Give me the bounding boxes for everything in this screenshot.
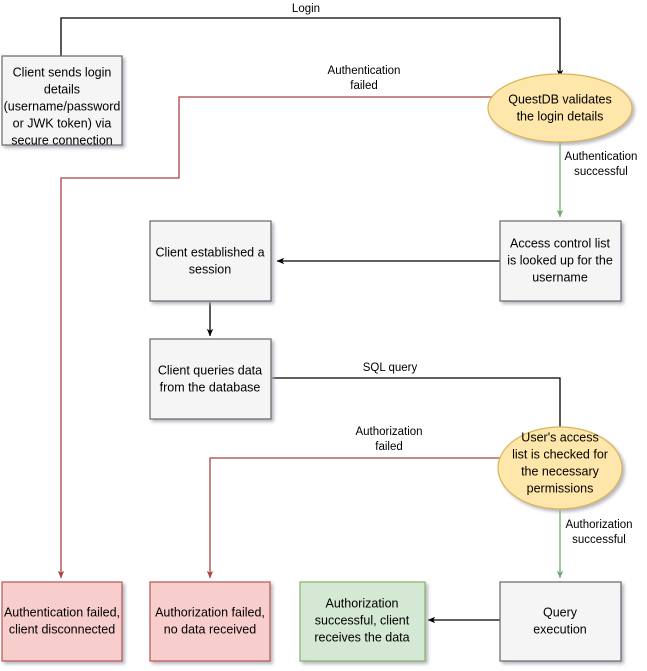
client-sends-login-line-0: Client sends login [13, 65, 112, 79]
authorization-successful-label-line-1: successful [572, 534, 626, 546]
authentication-failed-line-0: Authentication failed, [4, 605, 120, 619]
node-client-sends-login[interactable]: Client sends login details (username/pas… [1, 55, 123, 147]
access-control-list-line-2: username [532, 270, 588, 284]
node-client-queries-data[interactable]: Client queries data from the database [149, 338, 272, 420]
client-sends-login-line-3: or JWK token) via [13, 116, 112, 130]
access-control-list-line-0: Access control list [510, 236, 611, 250]
node-authorization-failed[interactable]: Authorization failed, no data received [149, 581, 271, 662]
node-authentication-failed[interactable]: Authentication failed, client disconnect… [1, 581, 123, 662]
query-execution-line-1: execution [533, 622, 587, 636]
client-sends-login-line-1: details [44, 82, 80, 96]
user-access-list-checked-line-3: permissions [527, 481, 594, 495]
login-label-bg [287, 1, 325, 16]
client-established-session-line-0: Client established a [155, 245, 264, 259]
edge-label-authorization-successful: Authorization successful [562, 514, 638, 546]
authentication-failed-box[interactable] [1, 581, 123, 662]
authentication-successful-label-line-1: successful [574, 166, 628, 178]
authorization-failed-label-bg [352, 421, 426, 452]
query-execution-box[interactable] [499, 581, 622, 662]
authorization-failed-label-line-0: Authorization [355, 426, 422, 438]
node-questdb-validates[interactable]: QuestDB validates the login details [487, 73, 633, 143]
authorization-failed-box[interactable] [149, 581, 271, 662]
questdb-validates-ellipse[interactable] [487, 73, 633, 143]
edge-label-authentication-successful: Authentication successful [562, 146, 641, 178]
access-control-list-line-1: is looked up for the [507, 253, 613, 267]
authentication-successful-label-line-0: Authentication [565, 151, 638, 163]
edge-authentication-failed [57, 96, 500, 579]
sql-query-label-bg [358, 360, 422, 375]
client-queries-data-line-1: from the database [160, 380, 261, 394]
authorization-successful-line-1: successful, client [315, 613, 410, 627]
user-access-list-checked-line-0: User's access [521, 430, 598, 444]
node-client-established-session[interactable]: Client established a session [149, 220, 272, 302]
edge-authorization-failed [206, 457, 500, 579]
edge-label-login: Login [287, 1, 325, 16]
node-query-execution[interactable]: Query execution [499, 581, 622, 662]
edge-label-sql-query: SQL query [358, 360, 422, 375]
client-queries-data-line-0: Client queries data [158, 363, 262, 377]
login-label: Login [292, 3, 320, 15]
edge-login [60, 17, 564, 78]
user-access-list-checked-ellipse[interactable] [497, 426, 623, 510]
authorization-successful-label-line-0: Authorization [565, 519, 632, 531]
authorization-successful-label-bg [562, 514, 638, 545]
client-queries-data-box[interactable] [149, 338, 272, 420]
authorization-failed-label-line-1: failed [375, 441, 403, 453]
node-user-access-list-checked[interactable]: User's access list is checked for the ne… [497, 426, 623, 510]
node-access-control-list[interactable]: Access control list is looked up for the… [499, 220, 622, 302]
authorization-successful-line-0: Authorization [326, 596, 399, 610]
client-sends-login-box[interactable] [1, 55, 123, 146]
client-sends-login-line-4: secure connection [11, 133, 113, 147]
edge-label-authorization-failed: Authorization failed [352, 421, 426, 453]
client-established-session-line-1: session [189, 262, 231, 276]
client-sends-login-line-2: (username/password [4, 99, 121, 113]
edge-label-authentication-failed: Authentication failed [326, 60, 403, 92]
client-established-session-box[interactable] [149, 220, 272, 302]
authorization-failed-line-0: Authorization failed, [155, 605, 265, 619]
authorization-failed-line-1: no data received [164, 622, 256, 636]
authentication-successful-label-bg [562, 146, 641, 177]
user-access-list-checked-line-2: the necessary [521, 464, 600, 478]
sql-query-label: SQL query [363, 362, 418, 374]
node-authorization-successful[interactable]: Authorization successful, client receive… [299, 581, 426, 662]
authorization-successful-box[interactable] [299, 581, 426, 662]
questdb-validates-line-0: QuestDB validates [508, 92, 612, 106]
questdb-validates-line-1: the login details [517, 109, 604, 123]
edge-sql-query [272, 377, 564, 438]
authentication-failed-line-1: client disconnected [9, 622, 115, 636]
authentication-failed-label-line-0: Authentication [328, 65, 401, 77]
user-access-list-checked-line-1: list is checked for [512, 447, 608, 461]
query-execution-line-0: Query [543, 605, 578, 619]
authentication-failed-label-bg [326, 60, 403, 91]
access-control-list-box[interactable] [499, 220, 622, 302]
authentication-failed-label-line-1: failed [350, 80, 378, 92]
authorization-successful-line-2: receives the data [314, 630, 409, 644]
